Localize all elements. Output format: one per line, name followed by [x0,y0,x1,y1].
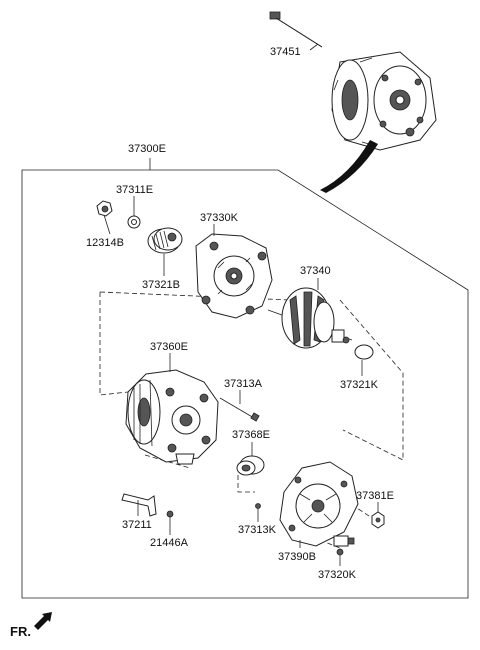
rear-housing-37360E [125,369,219,465]
bolt-37313A [219,397,260,422]
label-37368E: 37368E [232,429,270,441]
regulator-37320K [333,535,355,556]
screw-37313K [255,503,261,514]
label-37390B: 37390B [278,551,316,563]
rotor-37340 [267,287,353,349]
label-leaders [103,43,379,566]
label-37321B: 37321B [142,279,180,291]
nut-37381E [371,511,385,529]
bracket-37211 [121,493,157,517]
bearing-37368E [236,455,265,476]
label-37300E: 37300E [128,143,166,155]
screw-21446A [166,510,174,524]
label-21446A: 21446A [150,537,189,549]
o-ring-37321K [354,344,374,360]
label-37311E: 37311E [116,184,153,196]
label-37313A: 37313A [224,378,263,390]
label-37313K: 37313K [238,524,277,536]
arrow-icon [34,612,52,630]
assembly-pointer-arrow [320,140,378,193]
nut-12314B [96,200,113,217]
label-37320K: 37320K [318,569,357,581]
pulley-37321B [147,227,183,254]
direction-label: FR. [10,624,31,639]
label-37451: 37451 [270,46,301,58]
assembly-boundary [21,169,469,599]
through-bolt-37451 [269,11,323,48]
label-37321K: 37321K [340,379,379,391]
label-12314B: 12314B [86,237,124,249]
washer-37311E [127,215,141,229]
label-37211: 37211 [122,519,152,531]
rear-cover-37390B [279,461,359,547]
front-bracket-37330K [195,233,273,319]
label-37360E: 37360E [150,341,188,353]
label-37340: 37340 [300,265,331,277]
alternator-assembly [331,51,437,151]
label-37381E: 37381E [356,490,394,502]
label-37330K: 37330K [200,212,239,224]
